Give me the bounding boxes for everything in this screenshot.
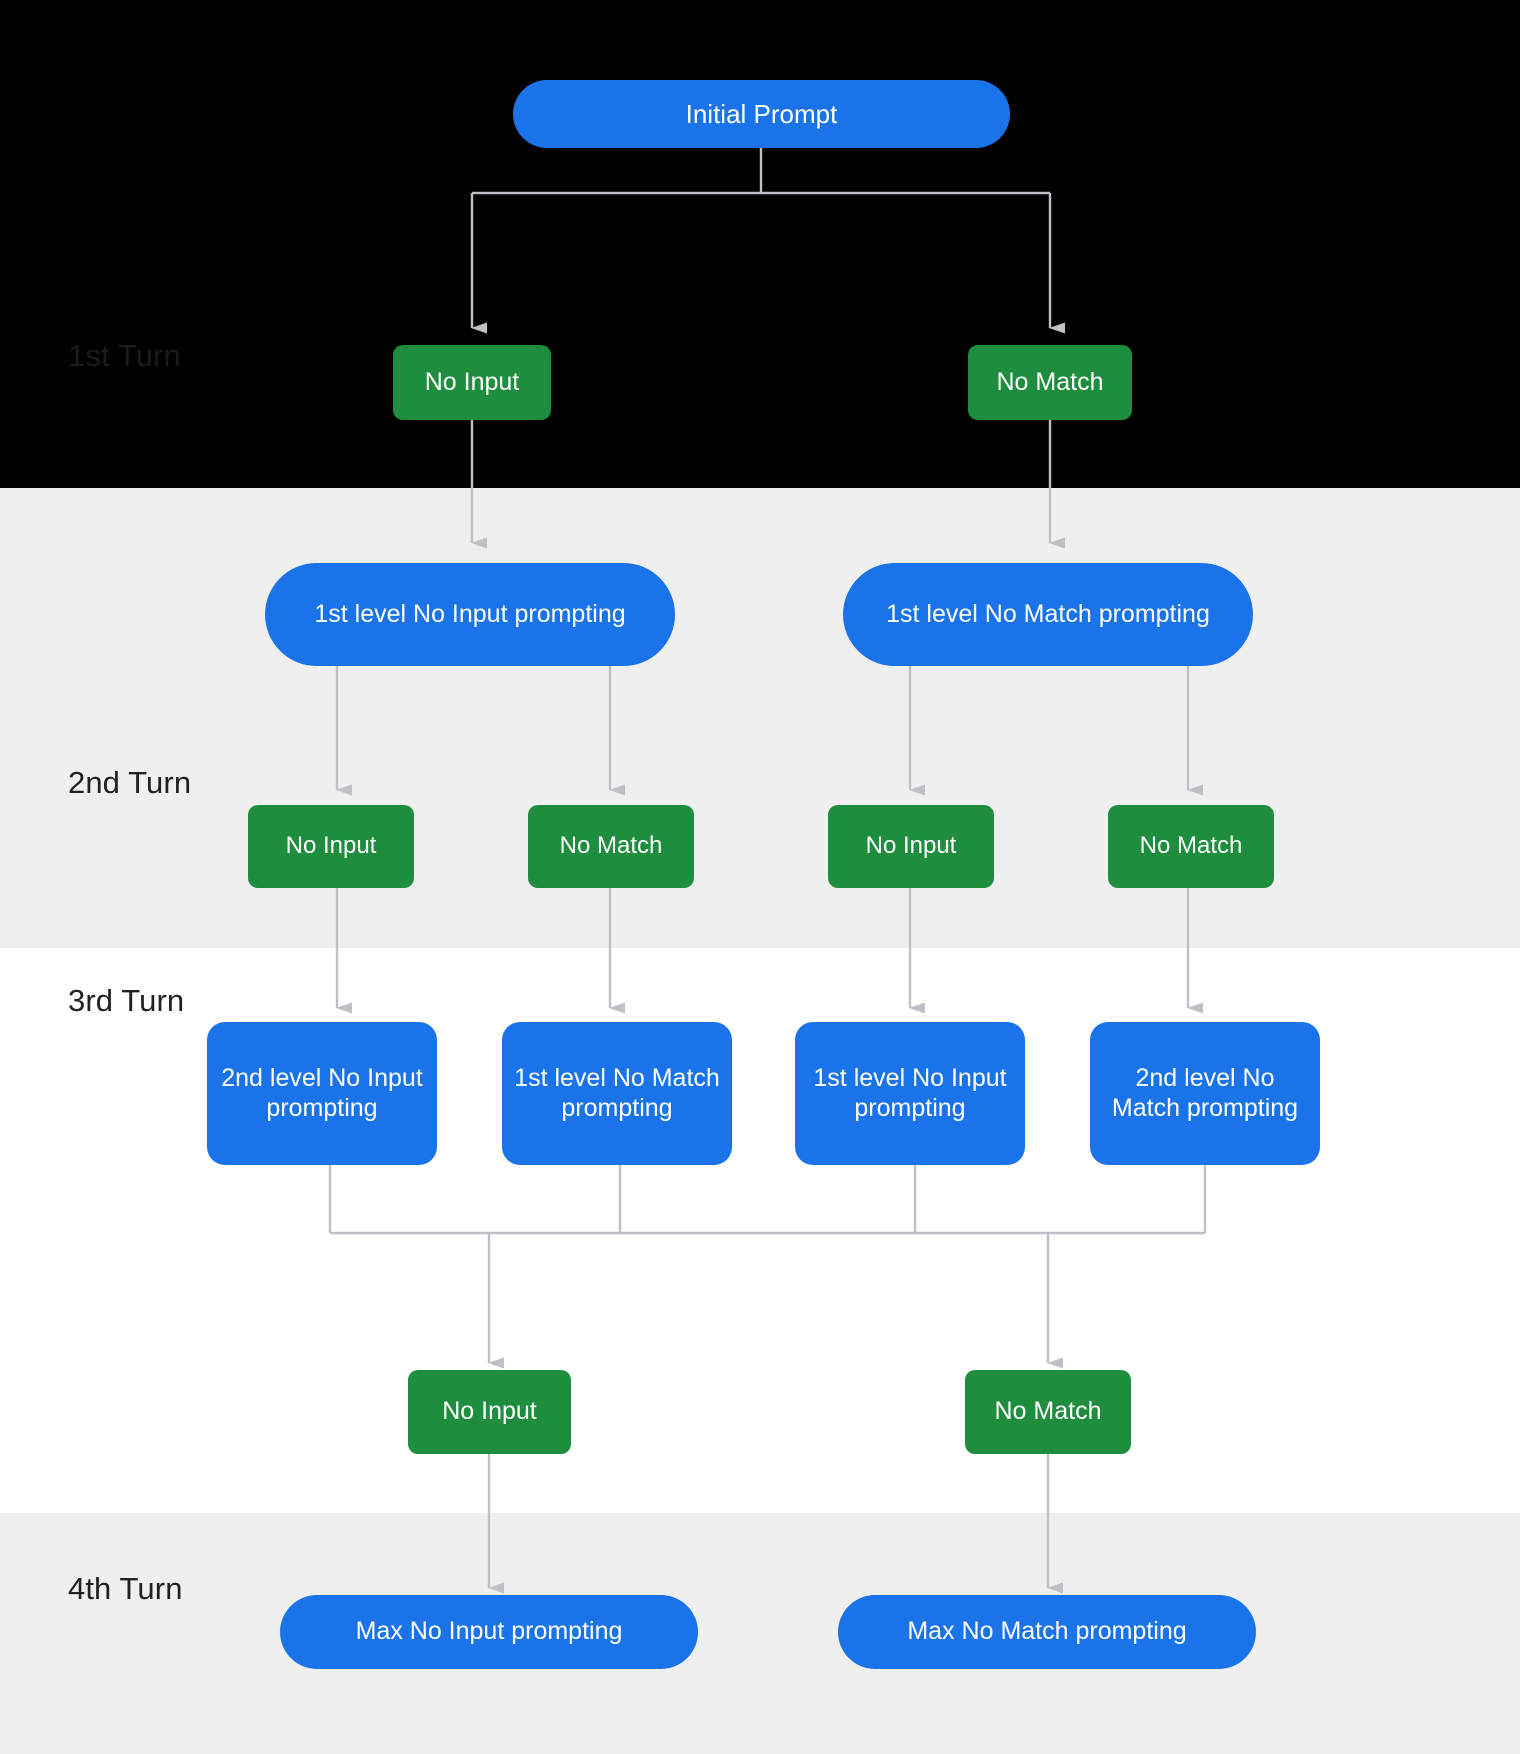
- node-t4-max-no-match[interactable]: Max No Match prompting: [838, 1595, 1256, 1669]
- node-t2-no-match-a[interactable]: No Match: [528, 805, 694, 888]
- turn-label-2nd: 2nd Turn: [68, 765, 192, 800]
- turn-label-1st: 1st Turn: [68, 338, 181, 373]
- node-label: Initial Prompt: [685, 98, 838, 129]
- node-t3-prompt-2[interactable]: 1st level No Match prompting: [502, 1022, 732, 1165]
- node-label: No Input: [865, 832, 957, 860]
- node-label: Max No Match prompting: [907, 1617, 1187, 1646]
- band-4th-turn: [0, 1513, 1520, 1754]
- node-t2-prompt-no-input[interactable]: 1st level No Input prompting: [265, 563, 675, 666]
- node-t2-no-input-b[interactable]: No Input: [828, 805, 994, 888]
- node-t3-prompt-3[interactable]: 1st level No Input prompting: [795, 1022, 1025, 1165]
- turn-label-4th: 4th Turn: [68, 1571, 183, 1606]
- node-t2-no-input-a[interactable]: No Input: [248, 805, 414, 888]
- node-label: No Input: [285, 832, 377, 860]
- node-label: 1st level No Input prompting: [813, 1064, 1007, 1122]
- band-2nd-turn: [0, 488, 1520, 948]
- node-label: No Match: [994, 1397, 1102, 1426]
- node-t1-no-input[interactable]: No Input: [393, 345, 551, 420]
- node-label: 1st level No Input prompting: [314, 599, 626, 628]
- turn-label-3rd: 3rd Turn: [68, 983, 185, 1018]
- node-t2-prompt-no-match[interactable]: 1st level No Match prompting: [843, 563, 1253, 666]
- node-t2-no-match-b[interactable]: No Match: [1108, 805, 1274, 888]
- node-label: 2nd level No Match prompting: [1111, 1064, 1299, 1122]
- node-label: No Match: [1139, 832, 1243, 860]
- node-label: 1st level No Match prompting: [886, 599, 1210, 628]
- node-t3-prompt-1[interactable]: 2nd level No Input prompting: [207, 1022, 437, 1165]
- node-t1-no-match[interactable]: No Match: [968, 345, 1132, 420]
- node-label: No Match: [996, 367, 1104, 396]
- node-t3-no-input[interactable]: No Input: [408, 1370, 571, 1454]
- band-1st-turn: [0, 0, 1520, 488]
- node-label: Max No Input prompting: [355, 1617, 623, 1646]
- node-t4-max-no-input[interactable]: Max No Input prompting: [280, 1595, 698, 1669]
- node-initial-prompt[interactable]: Initial Prompt: [513, 80, 1010, 148]
- node-label: No Input: [442, 1397, 537, 1426]
- node-label: No Input: [424, 367, 520, 396]
- node-t3-prompt-4[interactable]: 2nd level No Match prompting: [1090, 1022, 1320, 1165]
- node-label: 2nd level No Input prompting: [221, 1064, 423, 1122]
- node-label: 1st level No Match prompting: [514, 1064, 720, 1122]
- node-t3-no-match[interactable]: No Match: [965, 1370, 1131, 1454]
- node-label: No Match: [559, 832, 663, 860]
